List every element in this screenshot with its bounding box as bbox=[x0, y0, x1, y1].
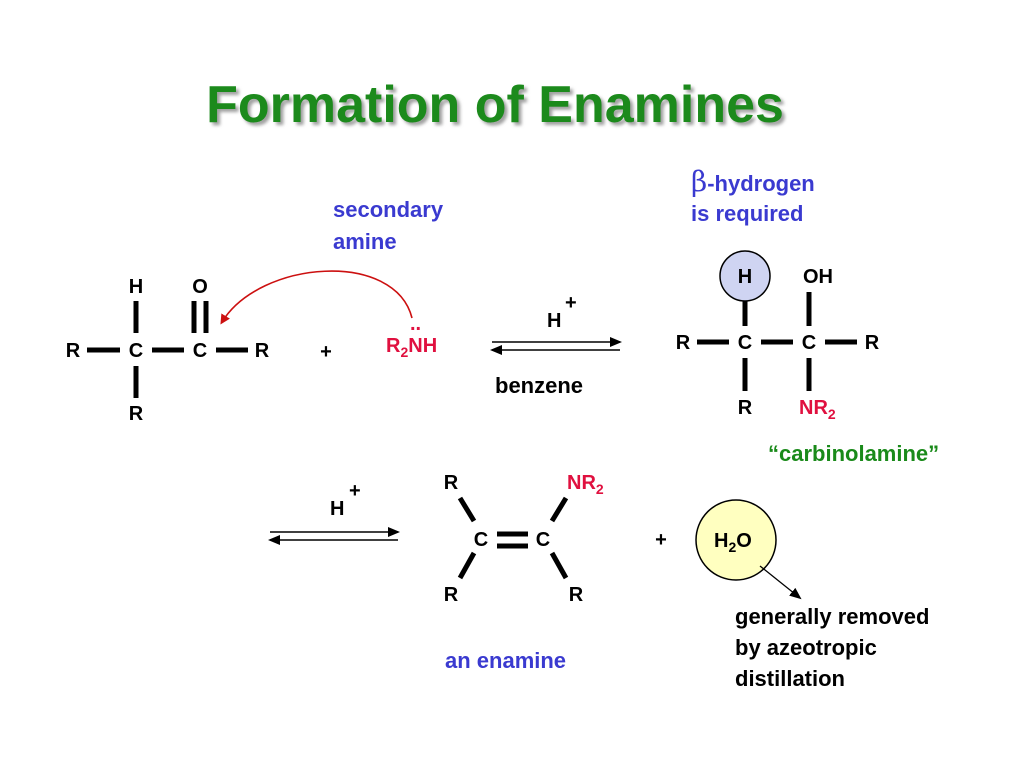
acid-catalyst-h-2: H bbox=[330, 498, 344, 520]
carbinolamine-left-r: R bbox=[676, 332, 691, 354]
water-highlight bbox=[695, 499, 777, 581]
page-title: Formation of Enamines bbox=[206, 76, 784, 134]
acid-catalyst-plus: + bbox=[565, 292, 577, 314]
plus-sign-2: + bbox=[655, 529, 667, 551]
amine-subscript: 2 bbox=[400, 344, 408, 360]
ketone-carbonyl-carbon: C bbox=[193, 340, 207, 362]
amine-formula: R2NH bbox=[386, 335, 437, 360]
equilibrium-arrows-2: H + bbox=[268, 480, 400, 545]
amine-r: R bbox=[386, 335, 401, 357]
nucleophilic-attack-arrow bbox=[220, 270, 413, 325]
ketone-alpha-carbon: C bbox=[129, 340, 143, 362]
enamine-nr-subscript: 2 bbox=[596, 481, 604, 497]
ketone-alpha-h: H bbox=[129, 276, 143, 298]
enamine-label: an enamine bbox=[445, 648, 566, 673]
carbinolamine-label: “carbinolamine” bbox=[768, 441, 939, 466]
water-o: O bbox=[736, 530, 752, 552]
ketone-left-r: R bbox=[66, 340, 81, 362]
nitrogen-lone-pair: .. bbox=[410, 313, 421, 335]
equilibrium-arrows-1: H + benzene bbox=[490, 292, 622, 398]
water-byproduct: H2O generally removed by azeotropic dist… bbox=[695, 499, 929, 691]
carbinolamine-hydroxyl: OH bbox=[803, 266, 833, 288]
enamine-bottom-right-r: R bbox=[569, 584, 584, 606]
enamine-nr: NR bbox=[567, 472, 596, 494]
water-note-line2: by azeotropic bbox=[735, 635, 877, 660]
ketone-right-r: R bbox=[255, 340, 270, 362]
ketone-bottom-r: R bbox=[129, 403, 144, 425]
carbinolamine-bottom-r: R bbox=[738, 397, 753, 419]
amine-nh: NH bbox=[408, 335, 437, 357]
carbinolamine-carbon-2: C bbox=[802, 332, 816, 354]
acid-catalyst-h: H bbox=[547, 310, 561, 332]
beta-hydrogen-line1: β-hydrogen bbox=[691, 165, 815, 198]
plus-sign-1: + bbox=[320, 341, 332, 363]
beta-hydrogen-note: β-hydrogen is required bbox=[691, 165, 815, 226]
water-note-line1: generally removed bbox=[735, 604, 929, 629]
ketone-oxygen: O bbox=[192, 276, 208, 298]
enamine-structure: R NR2 C C R R an enamine bbox=[444, 472, 604, 673]
secondary-amine-label-line1: secondary bbox=[333, 197, 444, 222]
water-note-line3: distillation bbox=[735, 666, 845, 691]
solvent-label: benzene bbox=[495, 373, 583, 398]
carbinolamine-beta-h: H bbox=[738, 266, 752, 288]
carbinolamine-carbon-1: C bbox=[738, 332, 752, 354]
water-formula: H2O bbox=[714, 530, 752, 555]
water-subscript: 2 bbox=[728, 539, 736, 555]
enamine-bottom-left-r: R bbox=[444, 584, 459, 606]
nr2-subscript: 2 bbox=[828, 406, 836, 422]
enamine-amino-group: NR2 bbox=[567, 472, 604, 497]
acid-catalyst-plus-2: + bbox=[349, 480, 361, 502]
beta-symbol: β bbox=[691, 165, 707, 198]
bond-c2-n bbox=[549, 496, 569, 523]
water-removal-arrow bbox=[759, 565, 802, 600]
beta-hydrogen-text: -hydrogen bbox=[707, 171, 815, 196]
carbinolamine-right-r: R bbox=[865, 332, 880, 354]
water-h: H bbox=[714, 530, 728, 552]
secondary-amine-label-line2: amine bbox=[333, 229, 397, 254]
enamine-top-left-r: R bbox=[444, 472, 459, 494]
beta-hydrogen-line2: is required bbox=[691, 201, 803, 226]
nr2-nr: NR bbox=[799, 397, 828, 419]
bond-c1-r-bottom bbox=[457, 551, 477, 580]
bond-c2-r-bottom bbox=[549, 551, 569, 580]
ketone-structure: H O R C C R R bbox=[66, 276, 270, 425]
carbinolamine-amino-group: NR2 bbox=[799, 397, 836, 422]
bond-c1-r-top bbox=[457, 496, 477, 523]
carbinolamine-structure: H OH R C C R R NR2 “carbinolamine” bbox=[676, 250, 939, 466]
enamine-carbon-1: C bbox=[474, 529, 488, 551]
enamine-carbon-2: C bbox=[536, 529, 550, 551]
secondary-amine: secondary amine .. R2NH bbox=[220, 197, 444, 360]
